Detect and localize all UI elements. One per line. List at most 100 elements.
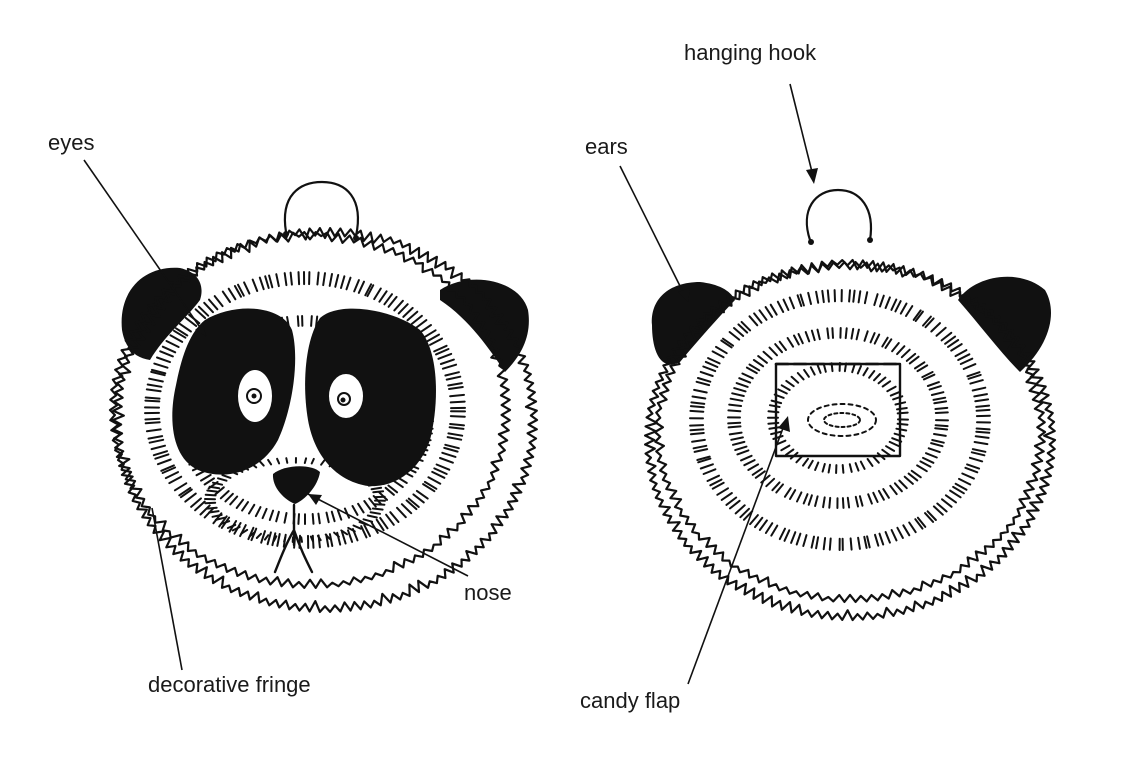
hatch-stroke: [849, 537, 853, 551]
hatch-stroke: [889, 484, 898, 496]
hatch-stroke: [796, 372, 805, 381]
hatch-stroke: [311, 513, 315, 525]
hatch-stroke: [716, 487, 729, 496]
hatch-stroke: [221, 290, 231, 303]
hatch-stroke: [297, 271, 301, 286]
hatch-stroke: [243, 281, 251, 295]
hatch-stroke: [226, 523, 237, 529]
hatch-stroke: [437, 352, 453, 360]
hatch-stroke: [441, 363, 458, 370]
hatch-stroke: [893, 482, 903, 493]
hatch-stroke: [152, 450, 168, 457]
hatch-stroke: [780, 444, 791, 452]
hatch-stroke: [877, 489, 885, 501]
hatch-stroke: [802, 457, 809, 467]
hatch-stroke: [268, 274, 274, 289]
hatch-stroke: [273, 535, 278, 542]
hatch-stroke: [869, 332, 876, 344]
hatch-stroke: [940, 331, 953, 342]
hatch-stroke: [815, 290, 820, 304]
hatch-stroke: [857, 290, 862, 304]
hatch-stroke: [927, 447, 941, 454]
hatch-stroke: [735, 382, 749, 388]
hatch-stroke: [407, 497, 420, 508]
hatch-stroke: [822, 496, 826, 509]
hatch-stroke: [303, 457, 308, 464]
hatch-stroke: [908, 521, 917, 534]
hatch-stroke: [896, 407, 908, 411]
hatch-stroke: [890, 529, 898, 542]
hatch-stroke: [974, 398, 990, 403]
hatch-stroke: [866, 458, 874, 467]
hatch-stroke: [729, 499, 741, 510]
hatch-stroke: [916, 464, 928, 473]
hatch-stroke: [863, 330, 869, 342]
hatch-stroke: [444, 443, 460, 450]
back-candy-flap: [774, 362, 902, 458]
hatch-stroke: [385, 513, 395, 526]
hatch-stroke: [351, 505, 359, 516]
hatch-stroke: [884, 338, 893, 349]
hatch-stroke: [921, 371, 934, 379]
hatch-stroke: [828, 537, 832, 551]
hatch-stroke: [204, 493, 217, 497]
hatch-stroke: [974, 435, 990, 439]
hatch-stroke: [775, 439, 787, 446]
hatch-stroke: [907, 472, 919, 482]
hatch-stroke: [733, 387, 747, 393]
hatch-stroke: [727, 421, 742, 425]
hatch-stroke: [251, 278, 259, 292]
hatch-stroke: [691, 438, 706, 443]
hatch-stroke: [296, 315, 300, 327]
hatch-stroke: [368, 497, 377, 508]
hatch-stroke: [749, 514, 759, 526]
hatch-stroke: [692, 444, 708, 450]
hatch-stroke: [768, 426, 781, 430]
hatch-stroke: [780, 384, 791, 391]
hatch-stroke: [828, 496, 832, 509]
labels: eyes nose decorative fringe hanging hook…: [48, 40, 817, 713]
hatch-stroke: [764, 306, 774, 318]
hatch-stroke: [957, 353, 971, 361]
hatch-stroke: [722, 337, 735, 347]
hatch-stroke: [859, 460, 866, 470]
hatch-stroke: [950, 343, 963, 352]
hatch-stroke: [930, 391, 945, 396]
hatch-stroke: [879, 294, 885, 308]
hatch-stroke: [881, 448, 891, 457]
hatch-stroke: [973, 441, 989, 446]
hatch-stroke: [173, 329, 187, 339]
hatch-stroke: [975, 430, 991, 434]
hatch-stroke: [699, 370, 714, 377]
hatch-stroke: [815, 536, 820, 550]
hatch-stroke: [854, 462, 860, 472]
hatch-stroke: [924, 317, 935, 329]
hatch-stroke: [730, 436, 744, 441]
hatch-stroke: [419, 324, 432, 334]
hatch-stroke: [148, 438, 165, 444]
hatch-stroke: [707, 357, 721, 365]
back-view-panda: [644, 188, 1057, 622]
hatch-stroke: [846, 496, 851, 509]
hatch-stroke: [224, 492, 234, 503]
hatch-stroke: [250, 527, 258, 542]
hatch-stroke: [728, 331, 741, 341]
hatch-stroke: [347, 529, 354, 543]
hatch-stroke: [922, 456, 935, 464]
hatch-stroke: [816, 364, 822, 374]
hatch-stroke: [357, 280, 365, 294]
hatch-stroke: [731, 392, 745, 397]
hatch-stroke: [423, 329, 437, 339]
hatch-stroke: [888, 440, 900, 447]
hatch-stroke: [753, 312, 763, 324]
hatch-stroke: [715, 345, 728, 355]
hatch-stroke: [751, 467, 763, 476]
hatch-stroke: [366, 284, 375, 298]
hatch-stroke: [971, 386, 987, 392]
hatch-stroke: [357, 502, 365, 514]
hatch-stroke: [776, 300, 785, 313]
hatch-stroke: [449, 415, 466, 418]
hatch-stroke: [966, 463, 981, 470]
hatch-stroke: [156, 356, 171, 364]
hatch-stroke: [689, 428, 705, 432]
